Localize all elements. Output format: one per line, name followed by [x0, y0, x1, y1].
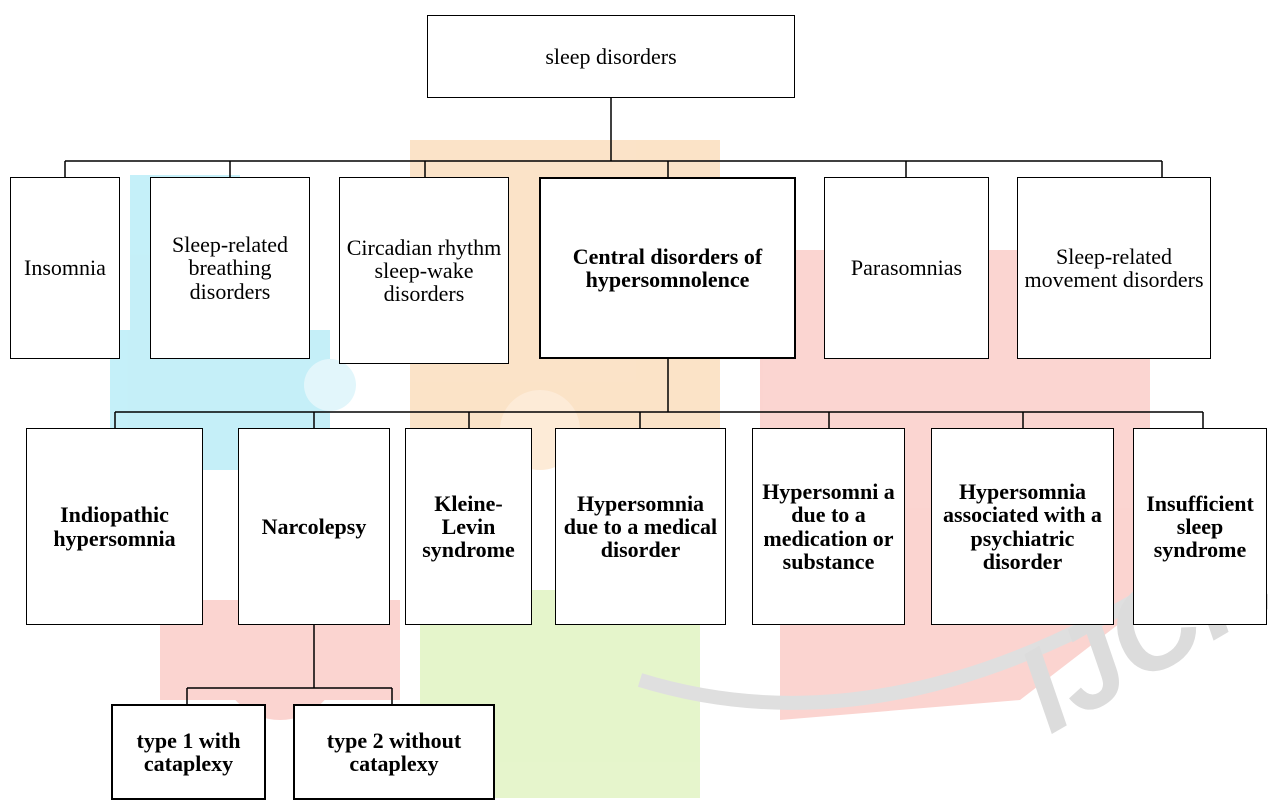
- subtype-label: Hypersomni a due to a medication or subs…: [762, 479, 895, 574]
- subtype-psychiatric-disorder: Hypersomnia associated with a psychiatri…: [931, 428, 1114, 625]
- category-label: Parasomnias: [850, 255, 963, 281]
- subtype-insufficient-sleep: Insufficient sleep syndrome: [1133, 428, 1267, 625]
- category-circadian-rhythm: Circadian rhythm sleep-wake disorders: [339, 177, 509, 364]
- category-label: Sleep-related movement disorders: [1024, 243, 1204, 292]
- narcolepsy-type-label: type 2 without cataplexy: [326, 727, 462, 776]
- category-sleep-related-movement: Sleep-related movement disorders: [1017, 177, 1211, 359]
- subtype-label: Indiopathic hypersomnia: [53, 502, 176, 551]
- subtype-label: Hypersomnia due to a medical disorder: [563, 490, 718, 563]
- narcolepsy-type-1: type 1 with cataplexy: [111, 704, 266, 800]
- root-label: sleep disorders: [545, 43, 677, 69]
- subtype-label: Narcolepsy: [261, 513, 367, 539]
- subtype-label: Kleine-Levin syndrome: [422, 490, 515, 563]
- subtype-medical-disorder: Hypersomnia due to a medical disorder: [555, 428, 726, 625]
- category-central-hypersomnolence: Central disorders of hypersomnolence: [539, 177, 796, 359]
- category-label: Circadian rhythm sleep-wake disorders: [346, 234, 502, 307]
- narcolepsy-type-label: type 1 with cataplexy: [136, 727, 241, 776]
- category-sleep-related-breathing: Sleep-related breathing disorders: [150, 177, 310, 359]
- category-label: Insomnia: [24, 255, 106, 281]
- category-insomnia: Insomnia: [10, 177, 120, 359]
- category-label: Sleep-related breathing disorders: [171, 232, 289, 304]
- subtype-medication-substance: Hypersomni a due to a medication or subs…: [752, 428, 905, 625]
- subtype-idiopathic-hypersomnia: Indiopathic hypersomnia: [26, 428, 203, 625]
- subtype-label: Insufficient sleep syndrome: [1146, 490, 1254, 563]
- root-node: sleep disorders: [427, 15, 795, 98]
- subtype-narcolepsy: Narcolepsy: [238, 428, 390, 625]
- subtype-kleine-levin: Kleine-Levin syndrome: [405, 428, 532, 625]
- narcolepsy-type-2: type 2 without cataplexy: [293, 704, 495, 800]
- category-parasomnias: Parasomnias: [824, 177, 989, 359]
- category-label: Central disorders of hypersomnolence: [572, 243, 763, 292]
- subtype-label: Hypersomnia associated with a psychiatri…: [943, 479, 1102, 574]
